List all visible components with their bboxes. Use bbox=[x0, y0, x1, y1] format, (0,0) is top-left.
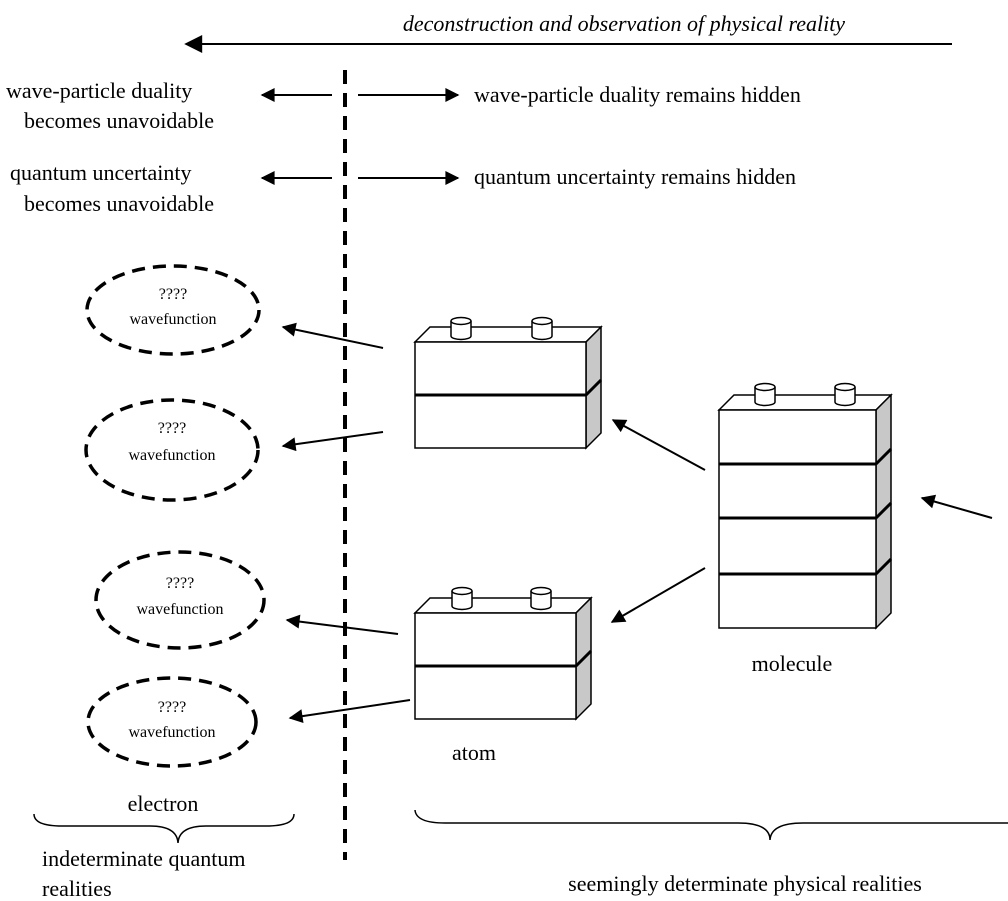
atom-upper-knob-right bbox=[531, 316, 553, 341]
molecule-block bbox=[717, 382, 893, 630]
wavefunction-1-line2: wavefunction bbox=[129, 311, 216, 328]
quantum-realities-line2: realities bbox=[42, 876, 112, 901]
physical-realities-brace bbox=[414, 809, 1008, 841]
row1-right-text: wave-particle duality remains hidden bbox=[474, 82, 801, 107]
row2-left-line2: becomes unavoidable bbox=[24, 191, 214, 216]
wavefunction-2: ???? wavefunction bbox=[84, 398, 260, 502]
molecule-knob-left bbox=[754, 382, 776, 407]
arrow-molecule-to-atom-lower bbox=[610, 567, 706, 623]
row2-left-line1: quantum uncertainty bbox=[10, 160, 191, 185]
arrow-atom2-to-wave4 bbox=[288, 699, 411, 724]
atom-block-upper bbox=[413, 316, 603, 450]
molecule-knob-right bbox=[834, 382, 856, 407]
wavefunction-4-line1: ???? bbox=[158, 699, 186, 716]
wavefunction-3: ???? wavefunction bbox=[94, 550, 266, 650]
row1-left-line1: wave-particle duality bbox=[6, 78, 192, 103]
arrow-atom1-to-wave2 bbox=[281, 431, 384, 452]
wavefunction-1: ???? wavefunction bbox=[85, 264, 261, 356]
electron-label: electron bbox=[128, 791, 199, 816]
row1-left-line2: becomes unavoidable bbox=[24, 108, 214, 133]
molecule-label: molecule bbox=[752, 651, 833, 676]
arrow-atom1-to-wave1 bbox=[281, 322, 384, 349]
electron-brace bbox=[33, 813, 295, 844]
atom-lower-knob-left bbox=[451, 586, 473, 611]
wavefunction-4-line2: wavefunction bbox=[128, 724, 215, 741]
wavefunction-2-line1: ???? bbox=[158, 420, 186, 437]
arrow-molecule-to-atom-upper bbox=[611, 419, 706, 471]
atom-lower-knob-right bbox=[530, 586, 552, 611]
atom-block-lower bbox=[413, 586, 593, 721]
quantum-realities-line1: indeterminate quantum bbox=[42, 846, 245, 871]
atom-label: atom bbox=[452, 740, 496, 765]
wavefunction-3-line1: ???? bbox=[166, 575, 194, 592]
wavefunction-1-line1: ???? bbox=[159, 286, 187, 303]
wavefunction-2-line2: wavefunction bbox=[128, 447, 215, 464]
wavefunction-3-line2: wavefunction bbox=[136, 601, 223, 618]
physical-realities-label: seemingly determinate physical realities bbox=[568, 871, 922, 896]
atom-upper-knob-left bbox=[450, 316, 472, 341]
arrow-into-molecule bbox=[920, 494, 993, 519]
wavefunction-4: ???? wavefunction bbox=[86, 676, 258, 768]
header-title: deconstruction and observation of physic… bbox=[403, 11, 845, 36]
row2-right-text: quantum uncertainty remains hidden bbox=[474, 164, 796, 189]
arrow-atom2-to-wave3 bbox=[285, 614, 399, 635]
